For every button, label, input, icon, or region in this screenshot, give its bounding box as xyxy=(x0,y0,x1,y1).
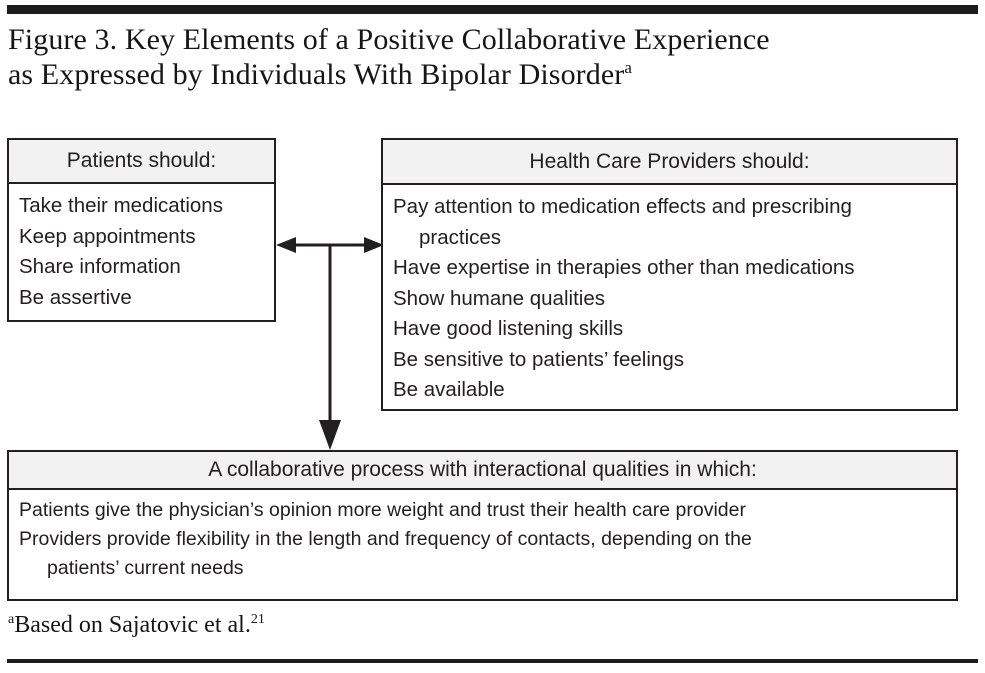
list-item: Share information xyxy=(19,255,181,278)
footnote: aBased on Sajatovic et al.21 xyxy=(8,612,265,639)
footnote-text: Based on Sajatovic et al. xyxy=(14,612,251,638)
list-item-continuation: practices xyxy=(419,225,502,249)
list-item: Providers provide flexibility in the len… xyxy=(19,528,752,550)
providers-box-header: Health Care Providers should: xyxy=(383,140,956,185)
figure-title-footnote-marker: a xyxy=(624,58,633,77)
list-item: Be available xyxy=(393,378,505,401)
list-item: Be assertive xyxy=(19,285,132,309)
list-item: Keep appointments xyxy=(19,224,196,248)
down-arrow-to-process xyxy=(319,245,341,450)
figure-title-line-1: Figure 3. Key Elements of a Positive Col… xyxy=(8,23,770,56)
page-title: Figure 3. Key Elements of a Positive Col… xyxy=(8,22,973,92)
list-item-continuation: patients’ current needs xyxy=(47,557,244,579)
footnote-marker: a xyxy=(8,612,15,627)
process-box-header: A collaborative process with interaction… xyxy=(9,452,956,490)
double-arrow-patients-providers xyxy=(276,237,384,253)
patients-box-body: Take their medications Keep appointments… xyxy=(9,184,274,321)
providers-box: Health Care Providers should: Pay attent… xyxy=(381,138,958,411)
list-item: Take their medications xyxy=(19,194,223,217)
process-box-body: Patients give the physician’s opinion mo… xyxy=(9,490,956,591)
patients-box-header: Patients should: xyxy=(9,140,274,184)
list-item: Pay attention to medication effects and … xyxy=(393,195,852,218)
figure-title-line-2: as Expressed by Individuals With Bipolar… xyxy=(8,58,625,91)
list-item: Have good listening skills xyxy=(393,317,624,340)
bottom-rule xyxy=(7,659,978,663)
list-item: Patients give the physician’s opinion mo… xyxy=(19,499,746,521)
patients-box: Patients should: Take their medications … xyxy=(7,138,276,322)
list-item: Have expertise in therapies other than m… xyxy=(393,256,855,279)
providers-box-body: Pay attention to medication effects and … xyxy=(383,185,956,414)
footnote-reference-number: 21 xyxy=(250,612,265,627)
list-item: Be sensitive to patients’ feelings xyxy=(393,347,684,371)
list-item: Show humane qualities xyxy=(393,286,605,310)
top-rule xyxy=(7,5,978,14)
process-box: A collaborative process with interaction… xyxy=(7,450,958,601)
